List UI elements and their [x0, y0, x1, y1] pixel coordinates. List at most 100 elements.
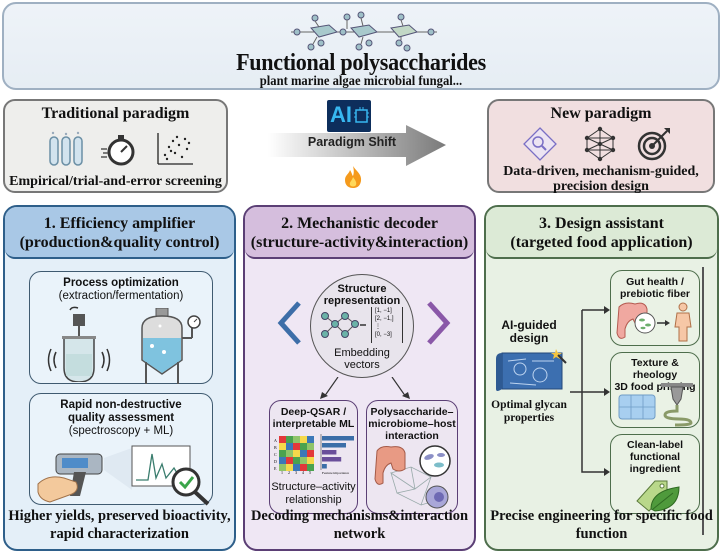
heatmap-cell — [293, 436, 300, 443]
heatmap-col-label: 1 — [281, 470, 283, 475]
new-paradigm-box: New paradigm Data-driven, mechanism-guid… — [487, 99, 715, 194]
heatmap-col-label: 5 — [309, 470, 311, 475]
column-footer: Precise engineering for specific food fu… — [486, 507, 717, 543]
gut-health-panel: Gut health / prebiotic fiber — [610, 270, 700, 346]
gut-to-human-icon — [616, 302, 692, 342]
panel-title-line1: Deep-QSAR / — [280, 406, 347, 418]
process-optimization-panel: Process optimization (extraction/ferment… — [29, 271, 213, 384]
new-paradigm-caption-line1: Data-driven, mechanism-guided, — [503, 164, 699, 179]
embedding-caption-line2: vectors — [344, 359, 380, 371]
microbiome-interaction-panel: Polysaccharide– microbiome–host interact… — [366, 400, 458, 514]
column-header: 3. Design assistant (targeted food appli… — [486, 207, 717, 259]
feature-importance-bar — [322, 464, 327, 469]
panel-caption: Structure–activity relationship — [270, 481, 357, 507]
heatmap-cell — [307, 457, 314, 464]
chevron-right-icon — [427, 301, 451, 345]
stopwatch-icon — [101, 135, 135, 166]
header-banner: Functional polysaccharides plant marine … — [2, 2, 720, 90]
panel-title-line1: Clean-label — [626, 439, 684, 451]
heatmap-cell — [307, 436, 314, 443]
panel-title: Process optimization (extraction/ferment… — [30, 277, 212, 303]
panel-title-line3: ingredient — [629, 463, 681, 475]
structure-title: Structure representation — [311, 283, 413, 307]
column-footer-line2: function — [575, 526, 628, 542]
column-design-assistant: 3. Design assistant (targeted food appli… — [484, 205, 719, 551]
heatmap-col-label: 3 — [295, 470, 297, 475]
magnifier-diamond-icon — [523, 127, 557, 161]
column-header: 1. Efficiency amplifier (production&qual… — [5, 207, 234, 259]
connector-arrows — [570, 306, 610, 476]
panel-title-line2: interpretable ML — [272, 418, 355, 430]
panel-title-line1: Texture & rheology — [631, 357, 679, 381]
embedding-matrix: [1, −1] [2, −1,] ⋮ [0, −3] — [371, 307, 403, 343]
new-paradigm-title: New paradigm — [550, 105, 652, 122]
heatmap-cell — [293, 450, 300, 457]
vector-row: [0, −3] — [375, 332, 392, 338]
microbiome-network-icon — [374, 445, 451, 509]
heatmap-cell — [300, 436, 307, 443]
embedding-caption: Embedding vectors — [311, 347, 413, 371]
heatmap-cell — [286, 457, 293, 464]
heatmap-cell — [293, 443, 300, 450]
heatmap-cell — [300, 450, 307, 457]
heatmap-cell — [300, 457, 307, 464]
optimal-glycan-label: Optimal glycan properties — [486, 399, 572, 425]
heatmap-cell — [286, 443, 293, 450]
column-footer-line1: Decoding mechanisms&interaction — [250, 508, 469, 524]
reactor-vessel-icon — [47, 306, 111, 382]
panel-title-line2: quality assessment — [67, 412, 175, 424]
panel-title: Gut health / prebiotic fiber — [611, 276, 699, 300]
3d-printing-icon — [618, 383, 693, 427]
heatmap-col-label: 4 — [302, 470, 304, 475]
vector-row: [2, −1,] — [375, 316, 394, 322]
column-footer-line1: Precise engineering for specific food — [490, 508, 713, 524]
panel-title-line2: prebiotic fiber — [619, 288, 690, 300]
column-footer-line2: network — [333, 526, 386, 542]
feature-importance-bar — [322, 450, 337, 455]
new-paradigm-caption: Data-driven, mechanism-guided, precision… — [489, 164, 713, 194]
embedding-caption-line1: Embedding — [334, 347, 390, 359]
panel-title: Clean-label functional ingredient — [611, 439, 699, 475]
chevron-left-icon — [277, 301, 301, 345]
panel-caption-line2: relationship — [285, 494, 342, 506]
feature-importance-bar — [322, 436, 354, 441]
traditional-title: Traditional paradigm — [41, 105, 190, 122]
heatmap-cell — [293, 464, 300, 471]
column-efficiency-amplifier: 1. Efficiency amplifier (production&qual… — [3, 205, 236, 551]
heatmap-cell — [286, 436, 293, 443]
column-header: 2. Mechanistic decoder (structure-activi… — [245, 207, 474, 259]
panel-title: Polysaccharide– microbiome–host interact… — [367, 406, 457, 442]
panel-title-text: Process optimization — [63, 277, 179, 289]
heatmap-cell — [279, 443, 286, 450]
traditional-caption: Empirical/trial-and-error screening — [9, 174, 222, 189]
fermenter-tank-icon — [141, 308, 201, 384]
heatmap-row-label: E — [274, 466, 277, 471]
ai-guided-design-label: AI-guided design — [486, 319, 572, 345]
source-title-line1: AI-guided — [501, 318, 557, 332]
source-caption-line1: Optimal glycan — [491, 399, 567, 411]
heatmap-cell — [279, 436, 286, 443]
test-tubes-icon — [49, 131, 83, 166]
texture-rheology-panel: Texture & rheology 3D food printing — [610, 352, 700, 428]
column-title: 2. Mechanistic decoder — [281, 215, 438, 232]
column-footer-line1: Higher yields, preserved bioactivity, — [8, 508, 231, 524]
heatmap-cell — [279, 457, 286, 464]
arrow-right-icon — [268, 125, 446, 166]
structure-representation-circle: Structure representation [1, −1] [2, −1,… — [310, 274, 414, 378]
vector-row: [1, −1] — [375, 308, 392, 314]
column-subtitle: (production&quality control) — [19, 234, 220, 251]
column-title: 3. Design assistant — [539, 215, 664, 232]
feature-importance-bar — [322, 443, 346, 448]
clean-label-panel: Clean-label functional ingredient — [610, 434, 700, 514]
heatmap-cell — [307, 443, 314, 450]
ai-badge-text: AI — [330, 102, 352, 127]
source-title-line2: design — [509, 331, 549, 345]
spectroscopy-scanner-icon — [37, 445, 210, 506]
panel-title-line2: microbiome–host — [368, 418, 456, 430]
panel-title-line3: interaction — [385, 430, 439, 442]
heatmap-row-label: A — [274, 438, 277, 443]
column-footer-line2: rapid characterization — [50, 526, 189, 542]
structure-title-line1: Structure — [337, 283, 387, 295]
